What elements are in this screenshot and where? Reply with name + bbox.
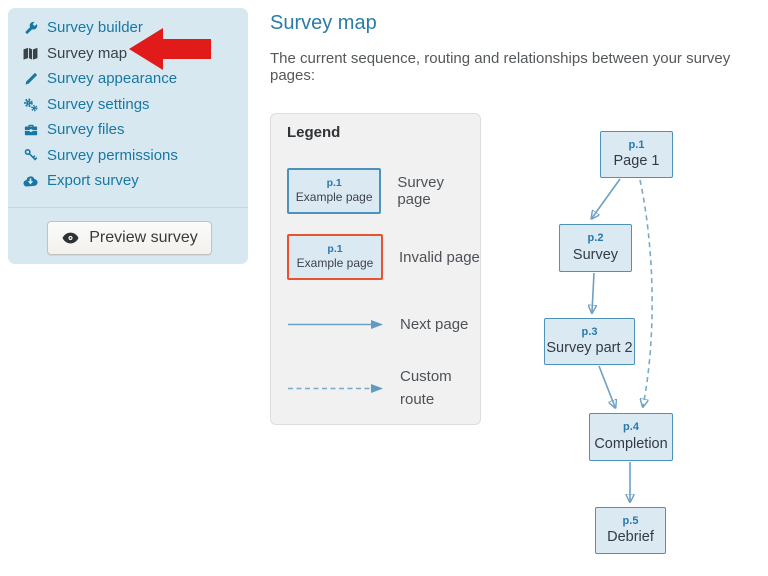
flowchart-node-page-1[interactable]: p.1 Page 1 xyxy=(600,131,673,178)
legend-label: Survey page xyxy=(397,174,444,208)
sidebar-item-export-survey[interactable]: Export survey xyxy=(8,168,248,194)
sidebar-item-survey-map[interactable]: Survey map xyxy=(8,41,248,67)
gears-icon xyxy=(22,96,39,112)
pencil-icon xyxy=(22,71,39,87)
legend-item-custom-route: Custom route xyxy=(287,368,464,408)
node-page-label: Survey xyxy=(572,246,619,263)
sidebar-divider xyxy=(8,206,248,208)
example-page-id: p.1 xyxy=(326,176,342,189)
flowchart-node-completion[interactable]: p.4 Completion xyxy=(589,413,673,461)
example-page-label: Example page xyxy=(296,256,374,271)
sidebar-item-survey-files[interactable]: Survey files xyxy=(8,117,248,143)
example-page-label: Example page xyxy=(295,190,373,205)
survey-page-example-box: p.1 Example page xyxy=(287,168,382,214)
flowchart-node-survey[interactable]: p.2 Survey xyxy=(559,224,632,272)
example-page-id: p.1 xyxy=(327,242,343,255)
edge-p3-p4 xyxy=(598,365,615,407)
node-page-id: p.1 xyxy=(628,138,645,151)
briefcase-icon xyxy=(22,122,39,138)
node-page-id: p.5 xyxy=(622,514,639,527)
legend-label: Next page xyxy=(400,316,469,333)
sidebar-nav: Survey builder Survey map Survey appeara… xyxy=(8,8,248,194)
sidebar-item-survey-builder[interactable]: Survey builder xyxy=(8,15,248,41)
wrench-icon xyxy=(22,20,39,36)
node-page-id: p.4 xyxy=(623,421,639,434)
sidebar-item-label: Survey appearance xyxy=(47,70,178,88)
cloud-download-icon xyxy=(22,173,39,189)
key-icon xyxy=(22,147,39,163)
preview-survey-button[interactable]: Preview survey xyxy=(47,221,212,255)
legend-title: Legend xyxy=(287,124,341,141)
dashed-arrow-icon xyxy=(287,382,384,395)
node-page-id: p.2 xyxy=(587,232,604,245)
node-page-id: p.3 xyxy=(581,325,598,338)
sidebar: Survey builder Survey map Survey appeara… xyxy=(8,8,248,264)
map-icon xyxy=(22,45,39,61)
legend-label: Custom route xyxy=(400,367,452,408)
legend-item-next-page: Next page xyxy=(287,316,468,333)
node-page-label: Debrief xyxy=(607,529,654,546)
sidebar-item-label: Survey builder xyxy=(47,19,143,37)
legend-label: Invalid page xyxy=(399,248,480,266)
edge-p1-p2 xyxy=(592,178,621,218)
legend-item-survey-page: p.1 Example page Survey page xyxy=(287,168,480,214)
preview-survey-label: Preview survey xyxy=(89,229,198,246)
solid-arrow-icon xyxy=(287,318,384,331)
sidebar-item-label: Survey permissions xyxy=(47,146,178,164)
edge-p2-p3 xyxy=(592,272,594,312)
page-title: Survey map xyxy=(270,12,377,34)
node-page-label: Page 1 xyxy=(613,153,660,170)
sidebar-item-label: Survey files xyxy=(47,121,125,139)
eye-icon xyxy=(61,232,80,244)
sidebar-item-survey-appearance[interactable]: Survey appearance xyxy=(8,66,248,92)
sidebar-item-label: Survey map xyxy=(47,44,128,62)
sidebar-item-label: Survey settings xyxy=(47,95,150,113)
sidebar-item-survey-settings[interactable]: Survey settings xyxy=(8,92,248,118)
flowchart-node-survey-part-2[interactable]: p.3 Survey part 2 xyxy=(544,318,635,365)
page-description: The current sequence, routing and relati… xyxy=(270,50,731,84)
node-page-label: Survey part 2 xyxy=(546,340,633,357)
node-page-label: Completion xyxy=(594,435,668,452)
legend-item-invalid-page: p.1 Example page Invalid page xyxy=(287,234,480,280)
sidebar-item-label: Export survey xyxy=(47,172,139,190)
edge-p1-p4-custom-route xyxy=(640,179,653,406)
flowchart-node-debrief[interactable]: p.5 Debrief xyxy=(595,507,666,554)
invalid-page-example-box: p.1 Example page xyxy=(287,234,383,280)
legend-panel: Legend p.1 Example page Survey page p.1 … xyxy=(270,113,481,425)
sidebar-item-survey-permissions[interactable]: Survey permissions xyxy=(8,143,248,169)
